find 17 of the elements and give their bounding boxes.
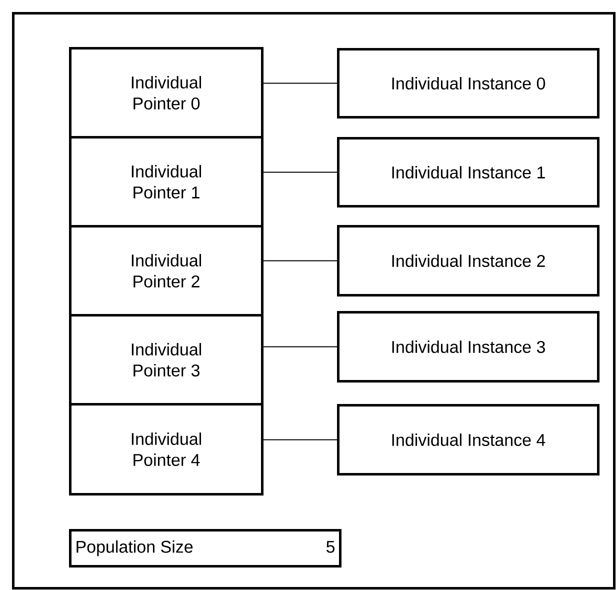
pointer-box: Individual Pointer 1 (69, 136, 264, 228)
instance-box: Individual Instance 2 (337, 225, 600, 296)
connector-line (263, 82, 338, 84)
instance-box: Individual Instance 4 (337, 404, 600, 476)
connector-line (263, 439, 338, 440)
instance-box: Individual Instance 1 (337, 137, 600, 208)
instance-box: Individual Instance 3 (337, 311, 600, 382)
connector-line (263, 260, 338, 262)
pointer-box: Individual Pointer 3 (69, 314, 264, 406)
population-size-field: Population Size 5 (69, 529, 342, 568)
connector-line (263, 172, 338, 173)
instance-box: Individual Instance 0 (337, 48, 600, 118)
outer-frame (12, 12, 616, 590)
connector-line (263, 346, 338, 348)
pointer-box: Individual Pointer 0 (69, 47, 264, 138)
pointer-box: Individual Pointer 4 (69, 403, 264, 496)
pointer-box: Individual Pointer 2 (69, 225, 264, 316)
